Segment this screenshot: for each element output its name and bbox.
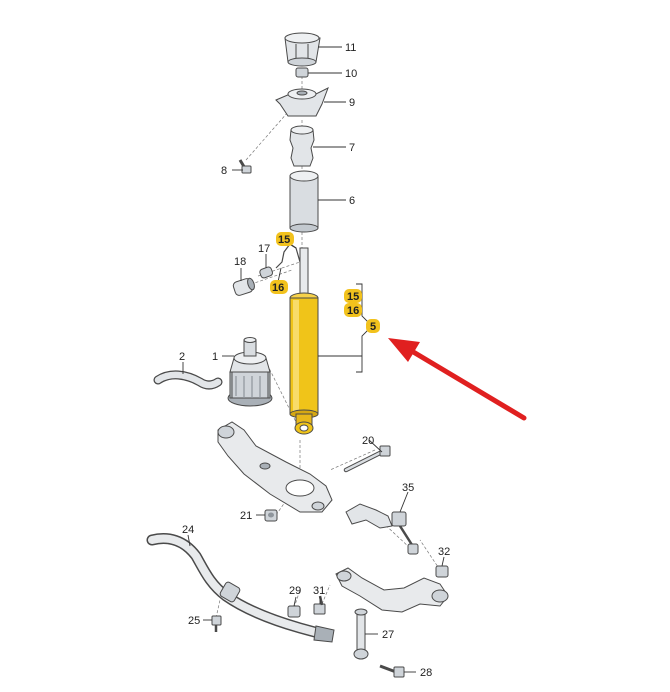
label-17: 17 (258, 243, 270, 255)
stabilizer-bar (146, 533, 335, 643)
badge-15-right (344, 289, 362, 303)
level-sensor (345, 503, 419, 555)
bolt-28 (379, 664, 405, 678)
highlight-badges (270, 232, 380, 333)
bolt-31 (313, 595, 326, 615)
part-labels: 11 10 9 7 8 6 15 17 18 16 15 16 5 2 1 20… (179, 42, 450, 679)
label-15-upper: 15 (278, 234, 290, 246)
badge-16-right (344, 303, 362, 317)
red-pointer-arrow (388, 338, 527, 421)
label-16-right: 16 (347, 305, 359, 317)
badge-15-upper (276, 232, 294, 246)
label-15-right: 15 (347, 291, 359, 303)
bolt-20 (343, 445, 391, 473)
assembly-guide-lines (215, 76, 441, 640)
label-21: 21 (240, 510, 252, 522)
label-25: 25 (188, 615, 200, 627)
top-nut (295, 67, 309, 78)
label-6: 6 (349, 195, 355, 207)
label-31: 31 (313, 585, 325, 597)
label-5: 5 (370, 321, 376, 333)
badge-5 (366, 319, 380, 333)
fitting-17 (259, 266, 274, 279)
label-29: 29 (289, 585, 301, 597)
label-16-upper: 16 (272, 282, 284, 294)
label-1: 1 (212, 351, 218, 363)
nut-32 (435, 565, 449, 578)
bolt-25 (211, 615, 222, 632)
bolt-8 (238, 159, 252, 174)
label-8: 8 (221, 165, 227, 177)
air-spring (227, 337, 273, 407)
air-hose (153, 370, 223, 390)
label-11: 11 (345, 42, 356, 54)
label-27: 27 (382, 629, 394, 641)
shock-absorber (275, 243, 319, 435)
label-35: 35 (402, 482, 414, 494)
badge-16-upper (270, 280, 288, 294)
nut-29 (287, 605, 301, 618)
top-mount-cap (284, 32, 321, 67)
label-9: 9 (349, 97, 355, 109)
dust-cover (289, 170, 319, 233)
label-20: 20 (362, 435, 374, 447)
label-28: 28 (420, 667, 432, 679)
label-10: 10 (345, 68, 357, 80)
lower-control-arm (217, 421, 333, 513)
nut-21 (264, 509, 278, 522)
fitting-18 (232, 277, 255, 296)
label-32: 32 (438, 546, 450, 558)
label-7: 7 (349, 142, 355, 154)
label-24: 24 (182, 524, 194, 536)
bump-stop (289, 125, 315, 167)
label-18: 18 (234, 256, 246, 268)
label-2: 2 (179, 351, 185, 363)
upper-control-arm (335, 567, 449, 613)
strut-mount-bracket (275, 86, 329, 117)
coupling-rod (353, 608, 369, 660)
